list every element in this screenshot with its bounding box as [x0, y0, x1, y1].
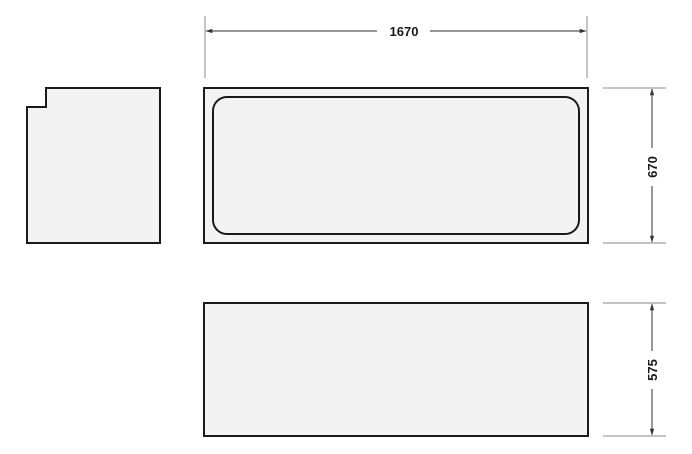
dimension-height: 575: [603, 302, 666, 437]
top-view: [203, 87, 589, 244]
dimension-height-label: 575: [645, 359, 660, 381]
front-view: [203, 302, 589, 437]
dimension-length-label: 1670: [390, 24, 419, 39]
dimension-length: 1670: [204, 16, 588, 78]
basin-outline: [212, 96, 580, 235]
dimension-width: 670: [603, 87, 666, 244]
end-view: [26, 87, 161, 244]
dimension-width-label: 670: [645, 156, 660, 178]
